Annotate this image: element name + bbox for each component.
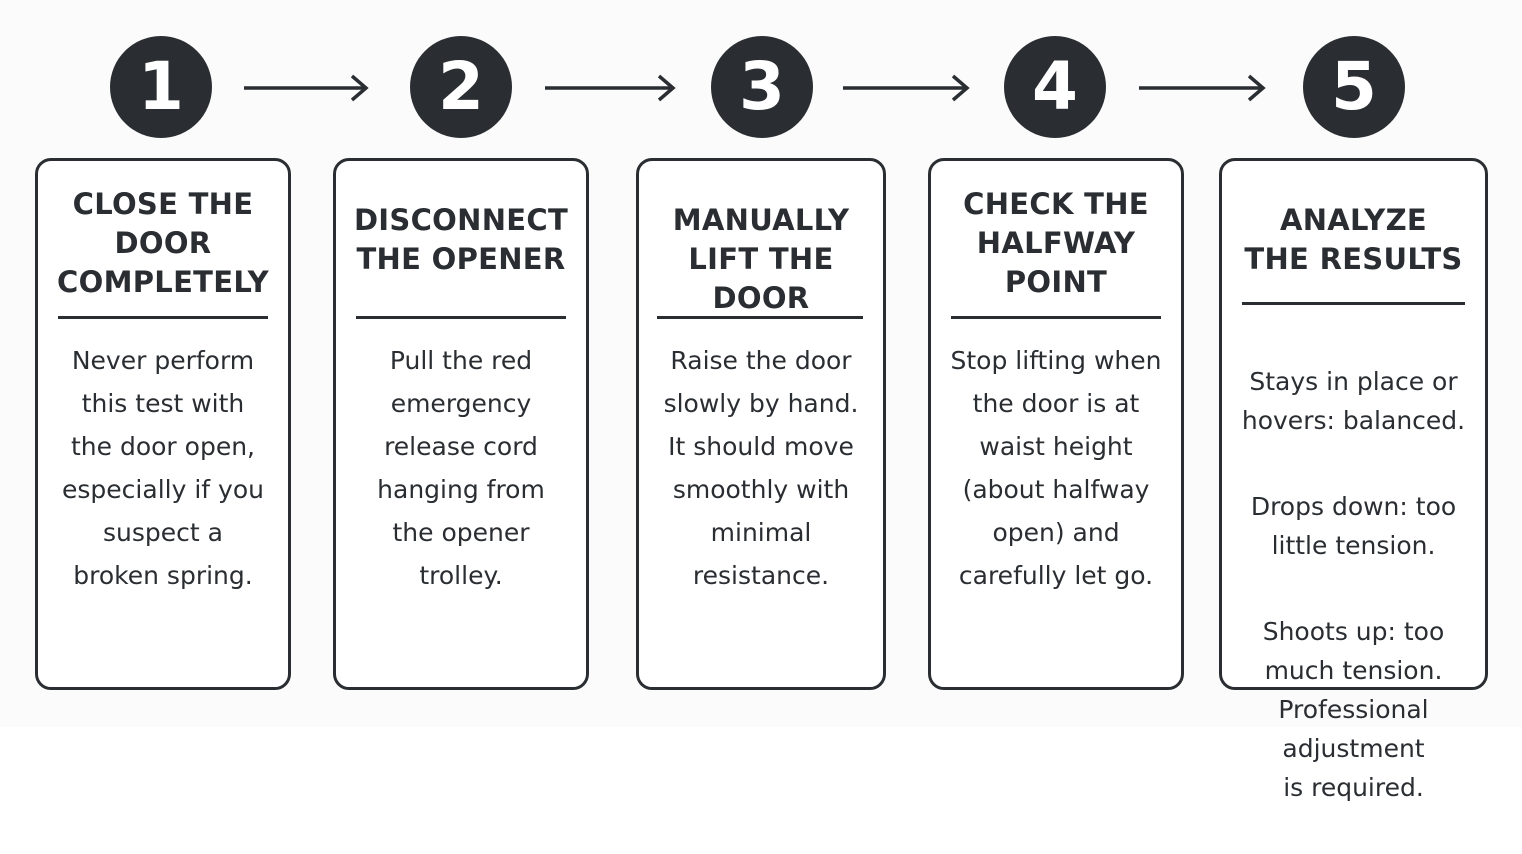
step-4-divider: [951, 316, 1161, 319]
step-1-card: CLOSE THE DOOR COMPLETELY Never perform …: [35, 158, 291, 690]
step-3-title: MANUALLY LIFT THE DOOR: [672, 203, 850, 315]
result-balanced: Stays in place or hovers: balanced.: [1241, 367, 1466, 435]
step-3-divider: [657, 316, 863, 319]
step-5-results: Stays in place or hovers: balanced. Drop…: [1222, 323, 1485, 854]
step-2-number: 2: [410, 36, 512, 138]
step-4-card: CHECK THE HALFWAY POINT Stop lifting whe…: [928, 158, 1184, 690]
step-1-number: 1: [110, 36, 212, 138]
step-4-title: CHECK THE HALFWAY POINT: [963, 187, 1149, 299]
result-too-much-tension: Shoots up: too much tension. Professiona…: [1262, 617, 1445, 802]
result-too-little-tension: Drops down: too little tension.: [1250, 492, 1457, 560]
step-3-card: MANUALLY LIFT THE DOOR Raise the door sl…: [636, 158, 886, 690]
step-5-divider: [1242, 302, 1465, 305]
step-2-divider: [356, 316, 566, 319]
step-3-number: 3: [711, 36, 813, 138]
step-1-title: CLOSE THE DOOR COMPLETELY: [57, 187, 269, 299]
step-2-description: Pull the red emergency release cord hang…: [377, 346, 545, 590]
step-2-title: DISCONNECT THE OPENER: [353, 203, 569, 276]
step-1-divider: [58, 316, 268, 319]
step-5-number: 5: [1303, 36, 1405, 138]
step-1-description: Never perform this test with the door op…: [62, 346, 264, 590]
right-arrow-icon: [843, 71, 971, 105]
process-diagram: 1 2 3 4 5 CLOSE THE DOOR COMPLETELY Neve…: [35, 36, 1488, 802]
step-2-card: DISCONNECT THE OPENER Pull the red emerg…: [333, 158, 589, 690]
right-arrow-icon: [1139, 71, 1267, 105]
step-5-title: ANALYZE THE RESULTS: [1244, 203, 1463, 276]
step-4-description: Stop lifting when the door is at waist h…: [950, 346, 1162, 590]
step-5-card: ANALYZE THE RESULTS Stays in place or ho…: [1219, 158, 1488, 802]
step-4-number: 4: [1004, 36, 1106, 138]
right-arrow-icon: [545, 71, 677, 105]
right-arrow-icon: [244, 71, 370, 105]
step-3-description: Raise the door slowly by hand. It should…: [663, 346, 859, 590]
